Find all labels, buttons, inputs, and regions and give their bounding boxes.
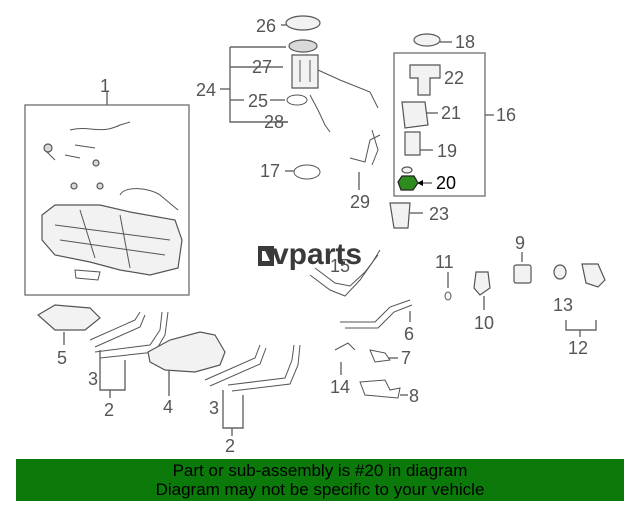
callout-24: 24 bbox=[196, 80, 216, 100]
callout-9: 9 bbox=[515, 233, 525, 253]
highlighted-part-20 bbox=[397, 175, 419, 191]
fuel-tank-illustration bbox=[41, 121, 183, 281]
callout-16: 16 bbox=[496, 105, 516, 125]
callout-2-right: 2 bbox=[225, 436, 235, 456]
band-strap-3a bbox=[89, 311, 169, 359]
callout-2-left: 2 bbox=[104, 400, 114, 420]
callout-11: 11 bbox=[435, 252, 454, 272]
cap-13 bbox=[553, 264, 567, 280]
callout-18: 18 bbox=[455, 32, 475, 52]
callout-6: 6 bbox=[404, 324, 414, 344]
callout-4: 4 bbox=[163, 397, 173, 417]
callout-20: 20 bbox=[436, 173, 456, 193]
hose-7 bbox=[334, 342, 391, 363]
callout-22: 22 bbox=[444, 68, 464, 88]
footer-line-1: Part or sub-assembly is #20 in diagram bbox=[172, 461, 468, 480]
grommet-10 bbox=[473, 271, 491, 296]
callout-29: 29 bbox=[350, 192, 370, 212]
callout-8: 8 bbox=[409, 386, 419, 406]
sender-group-box bbox=[393, 52, 486, 197]
callout-27: 27 bbox=[252, 57, 272, 77]
callout-19: 19 bbox=[437, 141, 457, 161]
gasket-17 bbox=[293, 164, 321, 180]
callout-3-left: 3 bbox=[88, 369, 98, 389]
pump-cup-23 bbox=[389, 202, 411, 229]
pump-assembly-bracket bbox=[220, 46, 288, 123]
callout-17: 17 bbox=[260, 161, 280, 181]
callout-10: 10 bbox=[474, 313, 494, 333]
pipe-bracket-29 bbox=[349, 129, 381, 190]
vparts-logo-icon bbox=[258, 246, 274, 266]
callout-5: 5 bbox=[57, 348, 67, 368]
fuel-pump-illustration bbox=[285, 15, 379, 133]
vent-pipe-6 bbox=[340, 299, 413, 329]
protector-5 bbox=[36, 304, 101, 331]
footer-line-2: Diagram may not be specific to your vehi… bbox=[155, 480, 485, 499]
callout-21: 21 bbox=[441, 103, 461, 123]
vparts-logo: vparts bbox=[272, 238, 363, 271]
callout-25: 25 bbox=[248, 91, 268, 111]
pipe-8 bbox=[359, 379, 401, 399]
sender-parts bbox=[397, 33, 441, 191]
band-strap-3b bbox=[204, 344, 301, 392]
callout-14: 14 bbox=[330, 377, 350, 397]
callout-26: 26 bbox=[256, 16, 276, 36]
callout-15: 15 bbox=[330, 256, 350, 276]
callout-12: 12 bbox=[568, 338, 588, 358]
clip-11 bbox=[444, 291, 452, 301]
callout-13: 13 bbox=[553, 295, 573, 315]
lid-9 bbox=[513, 264, 532, 284]
filler-pipe-15 bbox=[309, 249, 381, 297]
heat-insulator-4 bbox=[147, 331, 226, 373]
cap-12 bbox=[581, 263, 606, 288]
callout-1: 1 bbox=[100, 76, 110, 96]
footer-banner: Part or sub-assembly is #20 in diagram D… bbox=[16, 459, 624, 501]
callout-7: 7 bbox=[401, 348, 411, 368]
callout-3-right: 3 bbox=[209, 398, 219, 418]
callout-23: 23 bbox=[429, 204, 449, 224]
